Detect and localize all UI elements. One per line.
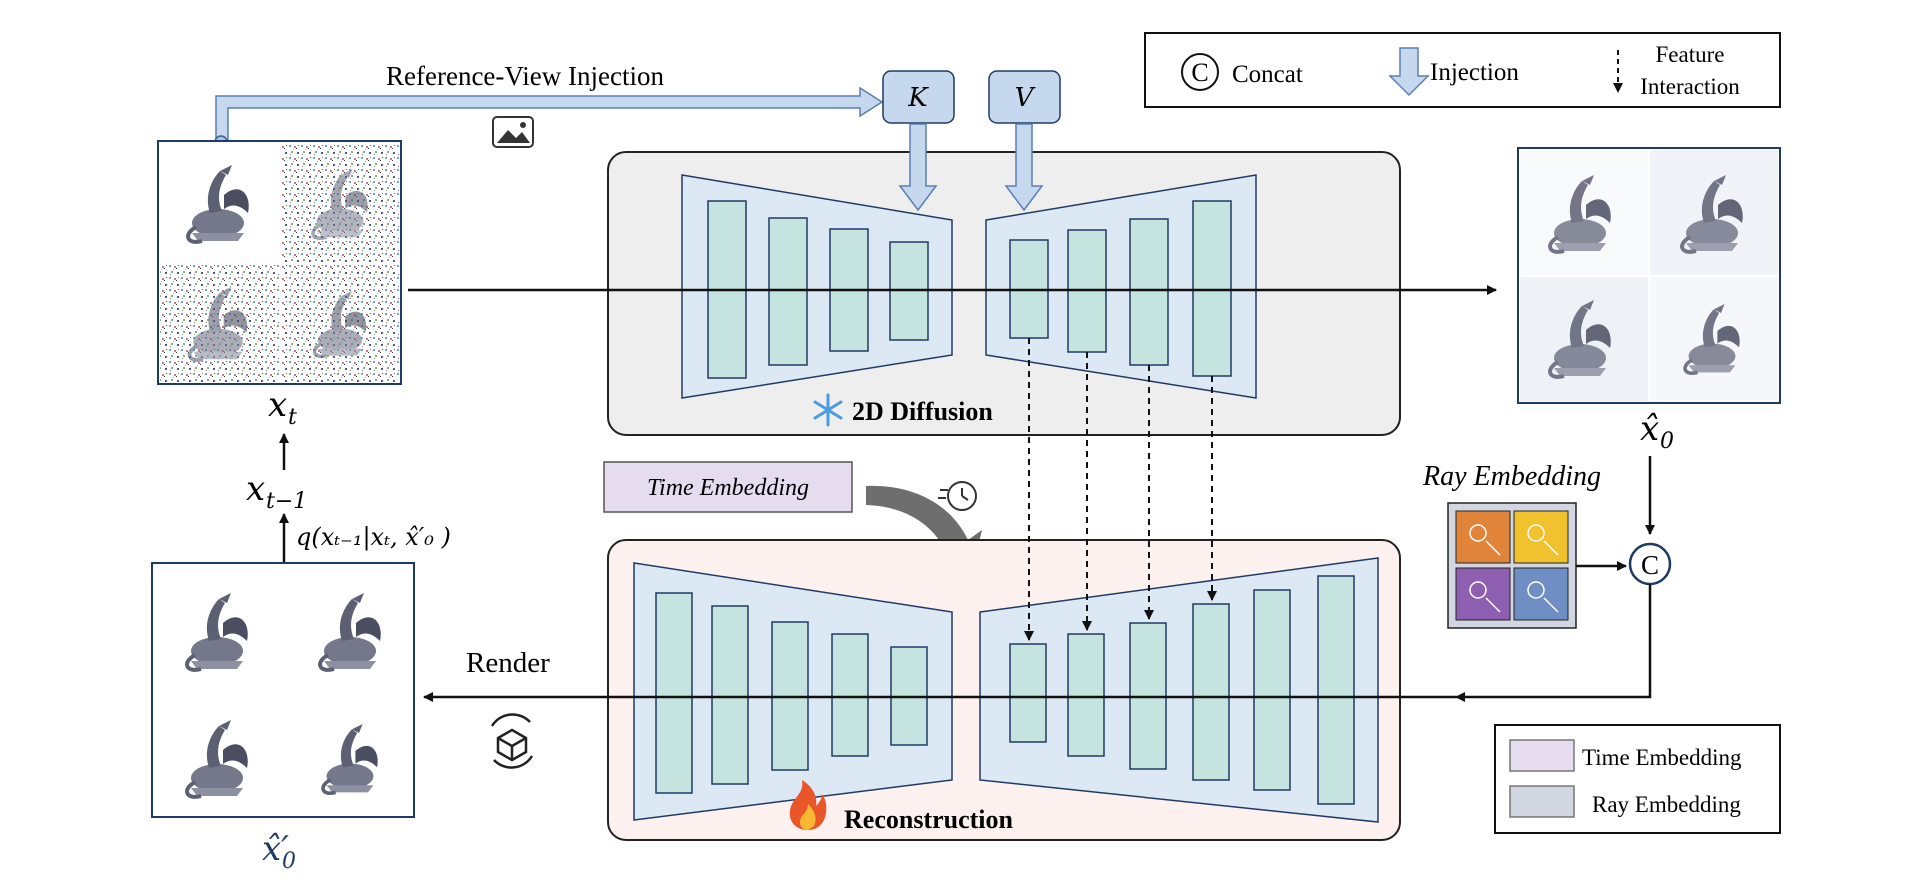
legend-concat-label: Concat: [1232, 61, 1303, 88]
reconstruction-panel: Reconstruction: [607, 539, 1401, 841]
reference-view-injection: Reference-View Injection: [214, 61, 884, 149]
render-label: Render: [466, 647, 550, 679]
k-box: [882, 70, 955, 124]
reference-injection-arrow: [215, 86, 884, 143]
xt1-label-sub: t−1: [266, 489, 307, 514]
x0hat-label-sub: 0: [1660, 429, 1674, 454]
k-label: K: [907, 83, 929, 113]
legend-ray-swatch: [1509, 785, 1575, 818]
output-views-grid: x̂ 0: [1517, 147, 1781, 454]
render: Render: [466, 647, 550, 769]
legend-concat-symbol: C: [1191, 58, 1208, 87]
x0hat-label-base: x̂: [1640, 409, 1659, 449]
concat-node: C: [1628, 542, 1672, 586]
concat-node-label: C: [1641, 550, 1659, 580]
legend-time-label: Time Embedding: [1582, 745, 1742, 770]
x0prime-label-sub: 0: [282, 849, 296, 874]
v-label: V: [1015, 83, 1036, 113]
xt-label-sub: t: [288, 405, 297, 430]
fire-icon: [789, 780, 827, 830]
reference-injection-label: Reference-View Injection: [386, 61, 664, 91]
rendered-views-grid: x̂′ 0: [151, 562, 415, 874]
xt-label-base: x: [268, 385, 287, 425]
diffusion-label: 2D Diffusion: [852, 397, 993, 426]
time-embedding: Time Embedding: [603, 461, 982, 580]
snowflake-icon: [813, 393, 843, 427]
legend-ray-label: Ray Embedding: [1592, 792, 1741, 817]
feature-interaction-arrows: [1024, 338, 1217, 641]
ray-embedding-label: Ray Embedding: [1422, 461, 1601, 492]
v-box: [988, 70, 1061, 124]
xt1-label-base: x: [246, 469, 265, 509]
image-icon: [492, 116, 534, 148]
legend-feature-line2: Interaction: [1640, 74, 1740, 99]
legend-top: C Concat Injection Feature Interaction: [1144, 32, 1781, 108]
kv-injection: K V: [882, 70, 1061, 212]
diffusion-panel: 2D Diffusion: [607, 151, 1401, 436]
concat-icon: [1181, 53, 1219, 91]
reconstruction-label: Reconstruction: [844, 805, 1014, 834]
legend-time-swatch: [1509, 739, 1575, 772]
injection-arrow-icon: [1388, 47, 1430, 97]
legend-injection-label: Injection: [1430, 59, 1519, 86]
timer-icon: [938, 481, 977, 511]
light-ray-icon: [1469, 524, 1559, 613]
ray-embedding: Ray Embedding: [1422, 461, 1627, 629]
q-formula: q(xₜ₋₁|xₜ, x̂′₀ ): [296, 523, 451, 552]
x0prime-label-base: x̂′: [262, 829, 289, 869]
time-embedding-label: Time Embedding: [647, 475, 809, 501]
legend-bottom: Time Embedding Ray Embedding: [1494, 724, 1781, 834]
legend-feature-line1: Feature: [1656, 42, 1725, 67]
render-cube-icon: [490, 713, 534, 769]
noisy-input-grid: x t: [157, 140, 402, 430]
